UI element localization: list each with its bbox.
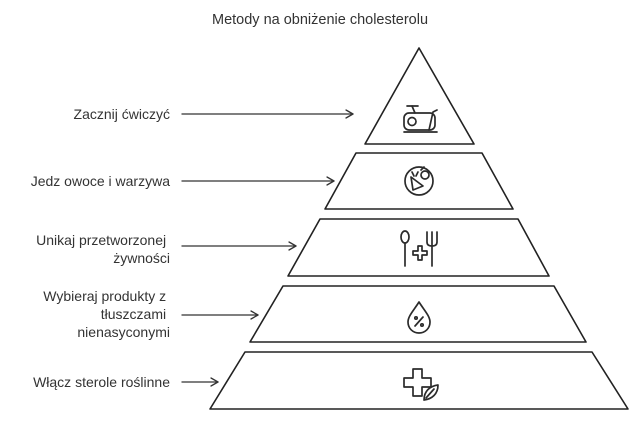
pyramid-level-4: Wybieraj produkty z tłuszczami nienasyco… — [43, 285, 587, 343]
level-4-shape — [249, 285, 587, 343]
diagram-title: Metody na obniżenie cholesterolu — [212, 12, 428, 28]
level-4-label: Wybieraj produkty z tłuszczami nienasyco… — [43, 288, 170, 340]
pyramid-level-2: Jedz owoce i warzywa — [31, 152, 514, 210]
level-5-shape — [209, 351, 629, 410]
fork-knife-health-icon — [400, 230, 438, 267]
level-2-label: Jedz owoce i warzywa — [31, 173, 170, 189]
level-2-shape — [324, 152, 514, 210]
exercise-bike-icon — [403, 105, 438, 133]
fruits-vegetables-icon — [404, 166, 434, 196]
pyramid-level-5: Włącz sterole roślinne — [33, 351, 629, 410]
level-3-shape — [287, 218, 550, 277]
oil-drop-percent-icon — [407, 301, 431, 334]
level-1-label: Zacznij ćwiczyć — [74, 106, 170, 122]
level-1-shape — [364, 47, 475, 145]
pyramid-level-3: Unikaj przetworzonej żywności — [36, 218, 550, 277]
pyramid-level-1: Zacznij ćwiczyć — [74, 47, 475, 145]
level-5-label: Włącz sterole roślinne — [33, 374, 170, 390]
level-3-label: Unikaj przetworzonej żywności — [36, 232, 170, 266]
medical-leaf-icon — [403, 368, 439, 401]
